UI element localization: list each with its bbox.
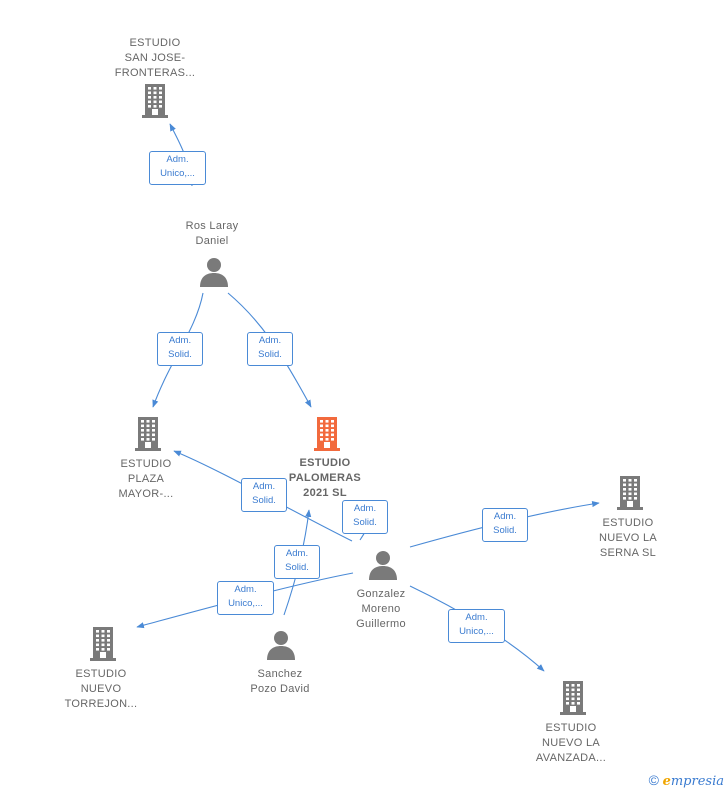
node-label-line: SAN JOSE- <box>124 52 186 64</box>
relation-label-line: Adm. <box>465 612 488 623</box>
brand-name: empresia <box>662 774 724 789</box>
node-label-line: ESTUDIO <box>602 517 654 529</box>
building-icon[interactable] <box>615 474 645 515</box>
relation-label-line: Adm. <box>168 335 192 346</box>
node-label-estudio-plaza[interactable]: ESTUDIO PLAZA MAYOR-... <box>81 457 211 502</box>
relation-label-line: Adm. <box>166 154 189 165</box>
brand-logo: © empresia <box>649 772 724 789</box>
node-label-line: NUEVO LA <box>541 737 601 749</box>
relation-label-line: Unico,... <box>228 598 263 609</box>
person-icon[interactable] <box>266 630 296 665</box>
node-label-line: FRONTERAS... <box>114 67 196 79</box>
copyright-icon: © <box>648 772 659 788</box>
node-label-estudio-nuevo-avanzada[interactable]: ESTUDIO NUEVO LA AVANZADA... <box>506 721 636 766</box>
relation-label-line: Unico,... <box>459 626 494 637</box>
relation-label-line: Adm. <box>234 584 257 595</box>
relation-label-e4[interactable]: Adm. Solid. <box>241 478 287 512</box>
relation-label-e2[interactable]: Adm. Solid. <box>157 332 203 366</box>
node-label-line: Pozo David <box>250 683 310 695</box>
relation-label-line: Solid. <box>168 349 192 360</box>
relation-label-line: Solid. <box>353 517 377 528</box>
node-label-line: Sanchez <box>257 668 303 680</box>
node-label-line: Gonzalez <box>356 588 406 600</box>
relation-label-e6[interactable]: Adm. Solid. <box>482 508 528 542</box>
relation-label-line: Solid. <box>493 525 517 536</box>
relation-label-line: Adm. <box>258 335 282 346</box>
node-label-line: Ros Laray <box>185 220 239 232</box>
node-label-line: ESTUDIO <box>545 722 597 734</box>
relation-label-e3[interactable]: Adm. Solid. <box>247 332 293 366</box>
node-label-estudio-nuevo-serna[interactable]: ESTUDIO NUEVO LA SERNA SL <box>563 516 693 561</box>
node-label-line: Guillermo <box>356 618 406 630</box>
node-label-estudio-palomeras[interactable]: ESTUDIO PALOMERAS 2021 SL <box>260 456 390 501</box>
relation-label-line: Solid. <box>252 495 276 506</box>
node-label-line: NUEVO LA <box>598 532 658 544</box>
relation-label-line: Adm. <box>285 548 309 559</box>
node-label-line: ESTUDIO <box>129 37 181 49</box>
node-label-line: Moreno <box>361 603 401 615</box>
relation-label-e9[interactable]: Adm. Unico,... <box>448 609 505 643</box>
building-icon[interactable] <box>133 415 163 456</box>
person-icon[interactable] <box>368 550 398 585</box>
relation-label-line: Adm. <box>353 503 377 514</box>
node-label-line: Daniel <box>195 235 229 247</box>
node-label-estudio-san-jose[interactable]: ESTUDIO SAN JOSE- FRONTERAS... <box>90 36 220 81</box>
node-label-line: SERNA SL <box>599 547 657 559</box>
person-icon[interactable] <box>199 257 229 292</box>
building-icon[interactable] <box>88 625 118 666</box>
building-icon[interactable] <box>140 82 170 123</box>
node-label-line: MAYOR-... <box>118 488 174 500</box>
building-icon[interactable] <box>312 415 342 456</box>
node-label-line: ESTUDIO <box>75 668 127 680</box>
relation-label-e1[interactable]: Adm. Unico,... <box>149 151 206 185</box>
node-label-line: PLAZA <box>127 473 165 485</box>
building-icon[interactable] <box>558 679 588 720</box>
relation-label-e5[interactable]: Adm. Solid. <box>342 500 388 534</box>
relation-label-line: Solid. <box>285 562 309 573</box>
relation-label-e8[interactable]: Adm. Solid. <box>274 545 320 579</box>
node-label-estudio-nuevo-torrejon[interactable]: ESTUDIO NUEVO TORREJON... <box>36 667 166 712</box>
node-label-line: ESTUDIO <box>299 457 351 469</box>
node-label-line: 2021 SL <box>303 487 347 499</box>
node-label-line: TORREJON... <box>64 698 138 710</box>
node-label-line: ESTUDIO <box>120 458 172 470</box>
node-label-line: NUEVO <box>80 683 122 695</box>
relation-label-line: Adm. <box>252 481 276 492</box>
relation-label-e7[interactable]: Adm. Unico,... <box>217 581 274 615</box>
node-label-line: AVANZADA... <box>535 752 607 764</box>
relation-label-line: Unico,... <box>160 168 195 179</box>
node-label-line: PALOMERAS <box>288 472 362 484</box>
relation-label-line: Adm. <box>493 511 517 522</box>
relation-label-line: Solid. <box>258 349 282 360</box>
